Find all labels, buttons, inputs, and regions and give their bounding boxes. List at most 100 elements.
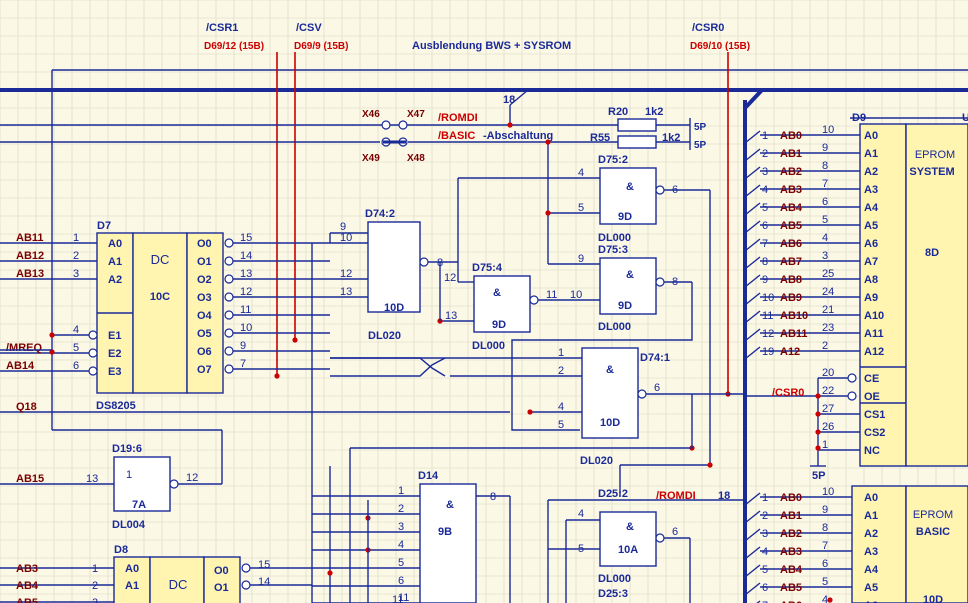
pin-name: A1 — [125, 580, 139, 592]
inversion-bubble — [637, 389, 647, 399]
pin-number: 4 — [558, 401, 564, 413]
pin-name: A10 — [864, 310, 884, 322]
eprom-subtitle: BASIC — [916, 526, 950, 538]
pin-number: 8 — [672, 276, 678, 288]
junction-dot — [707, 462, 713, 468]
net-label: AB1 — [780, 510, 802, 522]
net-label: AB2 — [780, 166, 802, 178]
pin-number: 6 — [822, 558, 828, 570]
pin-number: 24 — [822, 286, 834, 298]
pin-number: 7 — [240, 358, 246, 370]
pin-number: 2 — [822, 340, 828, 352]
pin-number: 22 — [822, 385, 834, 397]
pin-name: A3 — [864, 546, 878, 558]
net-label: AB6 — [780, 238, 802, 250]
pin-number: 4 — [822, 232, 828, 244]
pin-number: 5 — [558, 419, 564, 431]
junction-dot — [507, 122, 513, 128]
basic-loc: 10D — [923, 594, 943, 603]
junction-dot — [815, 393, 821, 399]
net-label: AB3 — [780, 546, 802, 558]
inversion-bubble — [169, 479, 179, 489]
d9-ref: D9 — [852, 112, 866, 124]
d9-pin-column — [859, 123, 907, 467]
inversion-bubble — [655, 533, 665, 543]
eprom-title: EPROM — [913, 509, 953, 521]
pin-name: A4 — [864, 202, 879, 214]
bus-entry — [744, 238, 761, 252]
d8-body — [149, 556, 205, 603]
pin-number: 1 — [822, 439, 828, 451]
d19-6-ref: D19:6 — [112, 443, 142, 455]
pin-name: O7 — [197, 364, 212, 376]
pin-number: 1 — [762, 130, 768, 142]
pin-number: 9 — [578, 253, 584, 265]
d74-1-loc: 10D — [600, 417, 620, 429]
pin-number: 1 — [92, 563, 98, 575]
pin-number: 25 — [822, 268, 834, 280]
pin-number: 2 — [73, 250, 79, 262]
pin-number: 10 — [570, 289, 582, 301]
and-symbol: & — [446, 499, 454, 511]
inversion-bubble — [224, 310, 234, 320]
pin-number: 10 — [822, 124, 834, 136]
pin-number: 7 — [762, 600, 768, 603]
net18-label: 18 — [718, 490, 730, 502]
net-label: AB5 — [780, 582, 802, 594]
x48-label: X48 — [407, 153, 425, 164]
net-label: AB13 — [16, 268, 44, 280]
pin-name: CE — [864, 373, 879, 385]
inversion-bubble — [847, 373, 857, 383]
net-label: AB11 — [780, 328, 808, 340]
net-label: AB0 — [780, 492, 802, 504]
abschaltung-label: -Abschaltung — [483, 130, 553, 142]
ausblendung-label: Ausblendung BWS + SYSROM — [412, 40, 571, 52]
bus-entry — [744, 346, 761, 360]
pin-number: 12 — [240, 286, 252, 298]
inversion-bubble — [398, 120, 408, 130]
d74-1-ref: D74:1 — [640, 352, 670, 364]
pin-number: 7 — [822, 540, 828, 552]
d19-6-loc: 7A — [132, 499, 146, 511]
d7-right-column — [186, 232, 224, 394]
junction-dot — [527, 409, 533, 415]
pin-number: 3 — [762, 528, 768, 540]
pin-name: A5 — [864, 220, 878, 232]
pin-number: 2 — [92, 580, 98, 592]
pin-number: 11 — [392, 594, 403, 603]
pin-number: 3 — [92, 597, 98, 603]
pin-number: 3 — [822, 250, 828, 262]
net18-label: 18 — [503, 94, 515, 106]
inversion-bubble — [419, 257, 429, 267]
pin-number: 1 — [762, 492, 768, 504]
pin-number: 3 — [73, 268, 79, 280]
inversion-bubble — [655, 277, 665, 287]
inversion-bubble — [241, 580, 251, 590]
q18-label: Q18 — [16, 401, 37, 413]
d7-loc: 10C — [150, 291, 170, 303]
pin-name: A0 — [864, 130, 878, 142]
x46-label: X46 — [362, 109, 380, 120]
resistor-r20 — [617, 118, 657, 132]
inversion-bubble — [88, 330, 98, 340]
net-label: AB12 — [16, 250, 44, 262]
pin-number: 1 — [398, 485, 404, 497]
pin-number: 8 — [822, 160, 828, 172]
d75-3-type: DL000 — [598, 321, 631, 333]
pin-number: 5 — [762, 202, 768, 214]
d75-3-loc: 9D — [618, 300, 632, 312]
pin-number: 8 — [822, 522, 828, 534]
net-label: AB4 — [780, 202, 803, 214]
pin-number: 8 — [762, 256, 768, 268]
r20-value: 1k2 — [645, 106, 663, 118]
d7-func: DC — [151, 252, 170, 267]
pin-number: 14 — [258, 576, 270, 588]
pin-number: 13 — [86, 473, 98, 485]
pin-number: 6 — [762, 582, 768, 594]
x47-label: X47 — [407, 109, 425, 120]
bus-entry — [743, 88, 764, 110]
pin-name: A2 — [108, 274, 122, 286]
d7-ref: D7 — [97, 220, 111, 232]
pin-name: O0 — [197, 238, 212, 250]
p5-label: 5P — [812, 470, 825, 482]
